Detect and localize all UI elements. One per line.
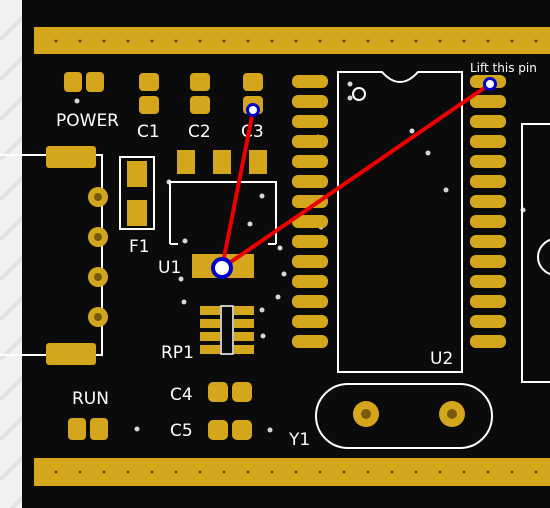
label-y1: Y1 [288, 430, 310, 450]
label-rp1: RP1 [161, 343, 194, 363]
u2-outline [337, 71, 463, 373]
u2-right-pads [470, 75, 506, 348]
marker-c3-pin [246, 103, 260, 117]
left-connector [0, 146, 108, 365]
label-u2: U2 [430, 349, 453, 369]
annotation-label: Lift this pin [470, 61, 537, 75]
label-u1: U1 [158, 258, 181, 278]
label-c2: C2 [188, 122, 211, 142]
label-c3: C3 [241, 122, 264, 142]
c4-pads [208, 382, 252, 402]
label-run: RUN [72, 389, 109, 409]
annotation-lines [220, 82, 492, 270]
label-c1: C1 [137, 122, 160, 142]
marker-u2-pin [483, 77, 497, 91]
y1-crystal [315, 383, 493, 449]
bottom-edge-strip [34, 458, 550, 486]
c5-pads [208, 420, 252, 440]
u2-left-pads [292, 75, 328, 348]
label-c4: C4 [170, 385, 193, 405]
f1-fuse [119, 156, 155, 230]
c1-pads [139, 73, 159, 114]
top-strip-dots [54, 39, 538, 43]
top-edge-strip [34, 27, 550, 54]
label-c5: C5 [170, 421, 193, 441]
rp1-resistor-pack [200, 305, 254, 355]
bottom-strip-dots [54, 470, 538, 474]
power-led-pads [64, 72, 104, 92]
marker-u1-pin [211, 257, 233, 279]
c2-pads [190, 73, 210, 114]
right-component [521, 123, 550, 383]
label-f1: F1 [129, 237, 150, 257]
label-power: POWER [56, 111, 119, 131]
run-led-pads [68, 418, 108, 440]
